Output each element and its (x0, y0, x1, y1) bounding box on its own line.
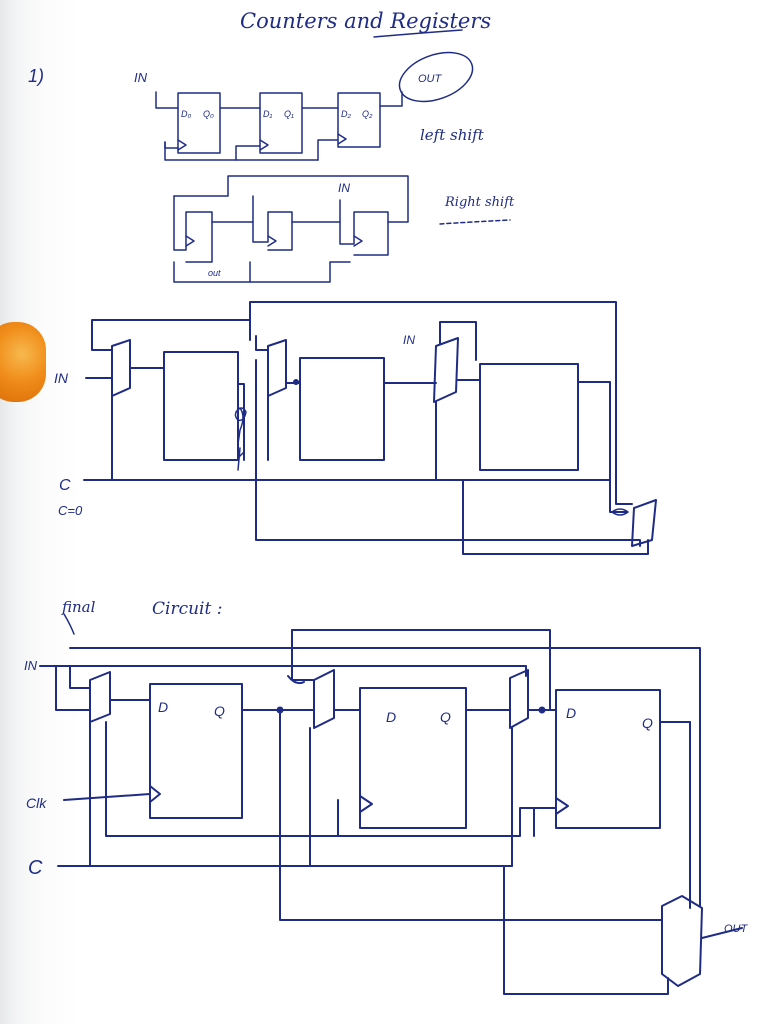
final-mux-out (661, 895, 703, 987)
middle-circuit (83, 301, 657, 555)
final-flipflop-1 (149, 683, 243, 819)
out-circle (398, 51, 474, 103)
top-ff2-q: Q₂ (362, 109, 373, 119)
middle-junction-dot (293, 379, 299, 385)
final-c-label: C (28, 857, 43, 879)
middle-mux-3 (433, 337, 459, 403)
final-ff3-d: D (566, 705, 576, 721)
middle-c0-label: C=0 (58, 503, 83, 518)
right-in-label: IN (338, 181, 350, 195)
right-out-label: out (208, 268, 221, 278)
final-heading-word2: Circuit : (152, 599, 222, 619)
top-ff1-q: Q₁ (284, 109, 294, 119)
final-mux-3 (509, 669, 529, 729)
final-clk-label: Clk (26, 795, 47, 811)
left-shift-label: left shift (420, 126, 485, 144)
middle-in2-label: IN (403, 333, 415, 347)
final-ff2-q: Q (440, 709, 451, 725)
final-ff1-d: D (158, 699, 168, 715)
top-ff1-d: D₁ (263, 109, 272, 119)
top-ff2-d: D₂ (341, 109, 351, 119)
middle-c-label: C (59, 477, 71, 494)
middle-register-2 (299, 357, 385, 461)
middle-register-1 (163, 351, 239, 461)
right-shift-label: Right shift (444, 195, 515, 210)
top-ff0-d: D₀ (181, 109, 191, 119)
top-flipflop-1 (259, 92, 303, 154)
top-flipflop-0 (177, 92, 221, 154)
final-mux-2 (313, 669, 335, 729)
right-shift-register (173, 175, 511, 283)
final-junction-dot-2 (538, 706, 546, 714)
final-flipflop-2 (359, 687, 467, 829)
top-out-label: OUT (418, 73, 443, 85)
left-shift-register (155, 91, 403, 161)
final-ff3-q: Q (642, 715, 653, 731)
orange-page-tab (0, 322, 46, 402)
title-underline (373, 29, 463, 38)
final-in-label: IN (24, 658, 38, 673)
middle-register-3 (479, 363, 579, 471)
final-ff1-q: Q (214, 703, 225, 719)
middle-mux-2 (267, 339, 287, 397)
middle-in-label: IN (54, 370, 69, 386)
top-ff0-q: Q₀ (203, 109, 214, 119)
final-junction-dot-1 (276, 706, 284, 714)
final-ff2-d: D (386, 709, 396, 725)
middle-mux-1 (111, 339, 131, 397)
final-flipflop-3 (555, 689, 661, 829)
middle-scribble (234, 407, 247, 471)
final-mux-1 (89, 671, 111, 723)
page-title: Counters and Registers (240, 9, 491, 33)
final-circuit (39, 629, 743, 995)
final-underline (63, 613, 75, 635)
middle-out-scribble (611, 508, 629, 516)
final-heading-word1: final (61, 598, 96, 616)
middle-mux-out (631, 499, 657, 547)
top-flipflop-2 (337, 92, 381, 148)
top-in-label: IN (134, 70, 148, 85)
question-number: 1) (28, 66, 44, 86)
